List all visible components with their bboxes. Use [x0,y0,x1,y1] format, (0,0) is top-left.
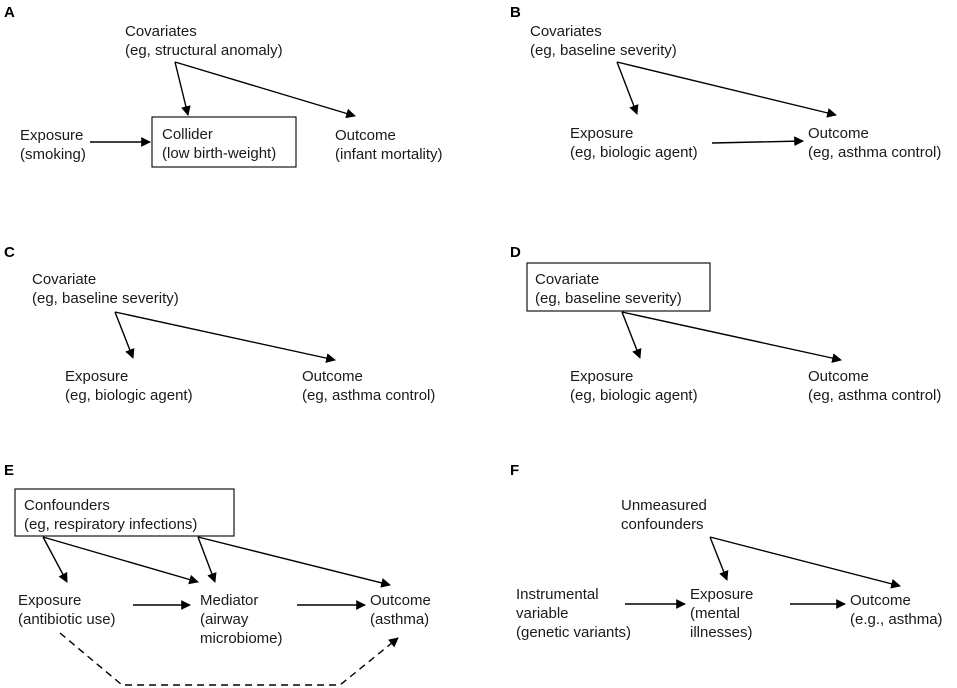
node-covariates-b-line-1: Covariates [530,23,602,40]
edge-unmeasured-to-outcome-f [709,536,901,589]
node-outcome-c-line-2: (eg, asthma control) [302,387,435,404]
node-exposure-f: Exposure (mental illnesses) [690,586,758,641]
edge-unmeasured-to-exposure-f [709,536,729,581]
edge-confounders-to-mediator-e [42,536,199,585]
node-outcome-f-line-1: Outcome [850,592,911,609]
node-exposure-b: Exposure (eg, biologic agent) [570,125,698,161]
panel-a: A Covariates (eg, structural anomaly) Ex… [4,4,443,168]
node-unmeasured-f: Unmeasured confounders [621,497,711,533]
edge-covariates-to-outcome-b [616,61,837,118]
panel-label-c: C [4,244,15,261]
panel-label-a: A [4,4,15,21]
node-covariate-d-line-1: Covariate [535,271,599,288]
covariate-box-d [526,262,711,312]
node-outcome-d-line-1: Outcome [808,368,869,385]
node-mediator-e-line-1: Mediator [200,592,258,609]
node-covariates-a-line-2: (eg, structural anomaly) [125,42,283,59]
node-outcome-f: Outcome (e.g., asthma) [850,592,943,628]
panel-label-e: E [4,462,14,479]
node-instrument-f-line-1: Instrumental [516,586,599,603]
edge-dashed-direct-exposure-to-outcome-e [59,632,399,686]
collider-box-a [151,116,297,168]
node-covariate-c: Covariate (eg, baseline severity) [32,271,179,307]
node-covariates-b-line-2: (eg, baseline severity) [530,42,677,59]
edge-covariate-to-outcome-c [114,311,336,363]
node-unmeasured-f-line-1: Unmeasured [621,497,707,514]
panel-b: B Covariates (eg, baseline severity) Exp… [510,4,941,161]
node-exposure-c-line-2: (eg, biologic agent) [65,387,193,404]
edge-confounders-to-exposure-e [42,536,68,583]
node-outcome-a: Outcome (infant mortality) [335,127,443,163]
node-outcome-d: Outcome (eg, asthma control) [808,368,941,404]
node-confounders-e-line-1: Confounders [24,497,110,514]
panel-c: C Covariate (eg, baseline severity) Expo… [4,244,435,404]
node-instrument-f-line-2: variable [516,605,569,622]
panel-label-b: B [510,4,521,21]
node-confounders-e: Confounders (eg, respiratory infections) [24,497,197,533]
node-exposure-b-line-2: (eg, biologic agent) [570,144,698,161]
node-exposure-e-line-2: (antibiotic use) [18,611,116,628]
node-covariates-a: Covariates (eg, structural anomaly) [125,23,283,59]
node-exposure-d-line-2: (eg, biologic agent) [570,387,698,404]
node-exposure-e: Exposure (antibiotic use) [18,592,116,628]
panel-e: E Confounders (eg, respiratory infection… [4,462,435,686]
node-covariate-d-line-2: (eg, baseline severity) [535,290,682,307]
node-outcome-a-line-2: (infant mortality) [335,146,443,163]
node-confounders-e-line-2: (eg, respiratory infections) [24,516,197,533]
node-covariate-c-line-1: Covariate [32,271,96,288]
node-outcome-f-line-2: (e.g., asthma) [850,611,943,628]
node-outcome-b: Outcome (eg, asthma control) [808,125,941,161]
node-exposure-a-line-2: (smoking) [20,146,86,163]
node-outcome-a-line-1: Outcome [335,127,396,144]
node-outcome-c: Outcome (eg, asthma control) [302,368,435,404]
node-outcome-b-line-2: (eg, asthma control) [808,144,941,161]
node-exposure-d-line-1: Exposure [570,368,633,385]
node-outcome-c-line-1: Outcome [302,368,363,385]
confounders-box-e [14,488,235,537]
node-outcome-b-line-1: Outcome [808,125,869,142]
node-exposure-f-line-3: illnesses) [690,624,753,641]
node-exposure-a: Exposure (smoking) [20,127,88,163]
node-outcome-e-line-1: Outcome [370,592,431,609]
edge-covariates-to-collider-a [174,61,191,116]
node-collider-a-line-2: (low birth-weight) [162,145,276,162]
node-covariates-b: Covariates (eg, baseline severity) [530,23,677,59]
node-exposure-f-line-2: (mental [690,605,740,622]
node-mediator-e-line-2: (airway [200,611,249,628]
node-covariate-c-line-2: (eg, baseline severity) [32,290,179,307]
edge-covariates-to-exposure-b [616,61,639,115]
node-unmeasured-f-line-2: confounders [621,516,704,533]
node-instrument-f-line-3: (genetic variants) [516,624,631,641]
node-exposure-e-line-1: Exposure [18,592,81,609]
node-outcome-e-line-2: (asthma) [370,611,429,628]
node-outcome-e: Outcome (asthma) [370,592,435,628]
node-exposure-f-line-1: Exposure [690,586,753,603]
node-exposure-c-line-1: Exposure [65,368,128,385]
node-mediator-e-line-3: microbiome) [200,630,283,647]
node-covariate-d: Covariate (eg, baseline severity) [535,271,682,307]
node-collider-a: Collider (low birth-weight) [162,126,276,162]
node-instrument-f: Instrumental variable (genetic variants) [516,586,631,641]
edge-exposure-to-outcome-b [711,136,804,147]
node-exposure-b-line-1: Exposure [570,125,633,142]
edge-covariate-to-exposure-c [114,311,135,359]
node-exposure-c: Exposure (eg, biologic agent) [65,368,193,404]
panel-label-f: F [510,462,519,479]
node-covariates-a-line-1: Covariates [125,23,197,40]
node-collider-a-line-1: Collider [162,126,213,143]
edge-covariate-to-exposure-d [621,311,642,359]
panel-label-d: D [510,244,521,261]
edge-confounders2-to-mediator-e [197,536,217,583]
edge-covariate-to-outcome-d [621,311,842,363]
panel-f: F Unmeasured confounders Instrumental va… [510,462,943,641]
node-exposure-d: Exposure (eg, biologic agent) [570,368,698,404]
node-outcome-d-line-2: (eg, asthma control) [808,387,941,404]
edge-covariates-to-outcome-a [174,61,356,119]
node-exposure-a-line-1: Exposure [20,127,83,144]
node-mediator-e: Mediator (airway microbiome) [200,592,283,647]
edge-confounders-to-outcome-e [197,536,391,588]
panel-d: D Covariate (eg, baseline severity) Expo… [510,244,941,404]
